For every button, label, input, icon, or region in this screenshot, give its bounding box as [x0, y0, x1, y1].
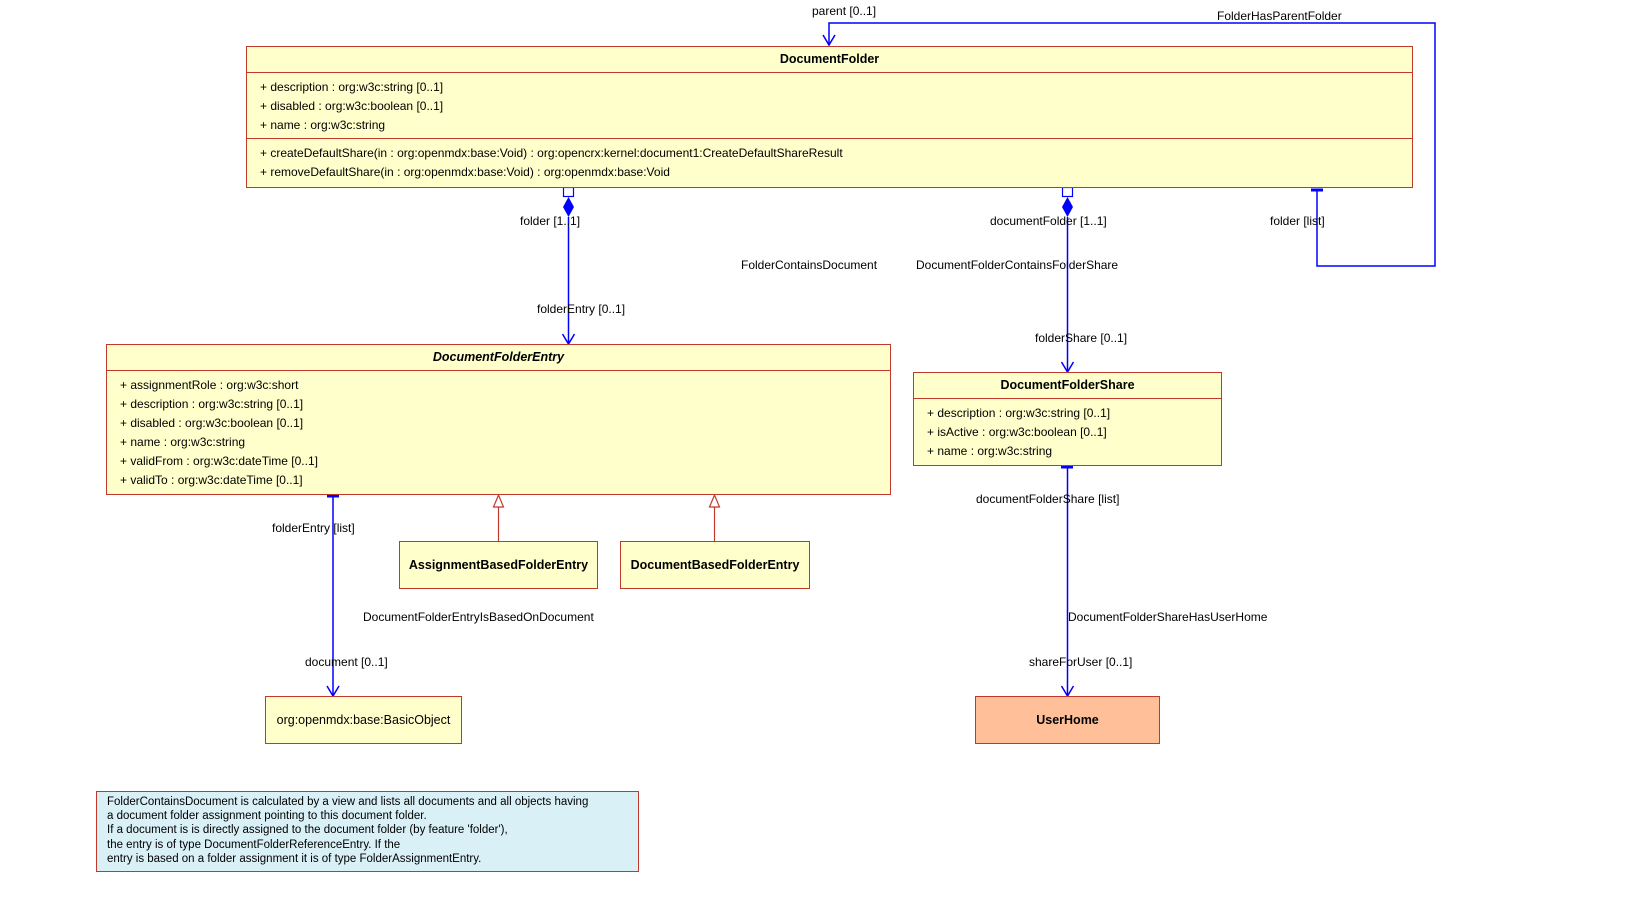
attribute: + description : org:w3c:string [0..1] — [120, 397, 304, 411]
class-name: DocumentBasedFolderEntry — [630, 558, 800, 572]
folder-has-parent-folder-line[interactable] — [828, 22, 1436, 267]
attribute: + description : org:w3c:string [0..1] — [927, 406, 1111, 420]
assignment-based-folder-entry-class[interactable]: AssignmentBasedFolderEntry — [399, 541, 598, 589]
share-has-user-home-label: DocumentFolderShareHasUserHome — [1068, 610, 1268, 624]
folder-contains-document-note[interactable]: FolderContainsDocument is calculated by … — [96, 791, 639, 872]
folder-end-label: folder [1..1] — [520, 214, 581, 228]
document-folder-end-label: documentFolder [1..1] — [990, 214, 1107, 228]
class-name: org:openmdx:base:BasicObject — [276, 713, 451, 727]
user-home-class[interactable]: UserHome — [975, 696, 1160, 744]
parent-end-label: parent [0..1] — [812, 4, 877, 18]
folder-contains-share-label: DocumentFolderContainsFolderShare — [916, 258, 1119, 272]
attribute: + assignmentRole : org:w3c:short — [120, 378, 299, 392]
attributes-compartment: + description : org:w3c:string [0..1] + … — [914, 399, 1221, 464]
document-folder-entry-class[interactable]: DocumentFolderEntry + assignmentRole : o… — [106, 344, 891, 495]
parent-arrowhead — [822, 34, 836, 47]
note-line: a document folder assignment pointing to… — [107, 810, 427, 823]
attribute: + name : org:w3c:string — [927, 444, 1053, 458]
document-folder-share-class[interactable]: DocumentFolderShare + description : org:… — [913, 372, 1222, 466]
note-line: the entry is of type DocumentFolderRefer… — [107, 838, 401, 851]
document-folder-share-end-label: documentFolderShare [list] — [976, 492, 1120, 506]
attributes-compartment: + assignmentRole : org:w3c:short + descr… — [107, 371, 890, 493]
assignment-based-generalization-triangle — [492, 493, 505, 508]
folder-entry-end-label: folderEntry [0..1] — [537, 302, 626, 316]
folder-share-end-label: folderShare [0..1] — [1035, 331, 1128, 345]
document-end-label: document [0..1] — [305, 655, 388, 669]
document-folder-qualifier-box — [1061, 186, 1074, 198]
entry-based-on-document-label: DocumentFolderEntryIsBasedOnDocument — [363, 610, 594, 624]
attribute: + validTo : org:w3c:dateTime [0..1] — [120, 473, 303, 487]
folder-qualifier-box — [562, 186, 575, 198]
document-based-folder-entry-class[interactable]: DocumentBasedFolderEntry — [620, 541, 810, 589]
operations-compartment: + createDefaultShare(in : org:openmdx:ba… — [247, 138, 1412, 185]
document-folder-composition-diamond — [1062, 197, 1073, 217]
note-line: entry is based on a folder assignment it… — [107, 852, 482, 865]
note-line: FolderContainsDocument is calculated by … — [107, 796, 589, 808]
folder-has-parent-folder-label: FolderHasParentFolder — [1217, 9, 1342, 23]
folder-entry-list-end-label: folderEntry [list] — [272, 521, 355, 535]
class-name: UserHome — [1036, 713, 1099, 727]
folder-composition-diamond — [563, 197, 574, 217]
class-name: DocumentFolderEntry — [107, 345, 890, 371]
document-folder-class[interactable]: DocumentFolder + description : org:w3c:s… — [246, 46, 1413, 188]
class-name: AssignmentBasedFolderEntry — [408, 558, 589, 572]
attributes-compartment: + description : org:w3c:string [0..1] + … — [247, 73, 1412, 138]
class-name: DocumentFolder — [247, 47, 1412, 73]
share-for-user-end-label: shareForUser [0..1] — [1029, 655, 1133, 669]
attribute: + name : org:w3c:string — [120, 435, 246, 449]
attribute: + description : org:w3c:string [0..1] — [260, 80, 444, 94]
note-line: If a document is is directly assigned to… — [107, 824, 508, 837]
operation: + removeDefaultShare(in : org:openmdx:ba… — [260, 165, 670, 179]
attribute: + validFrom : org:w3c:dateTime [0..1] — [120, 454, 318, 468]
attribute: + name : org:w3c:string — [260, 118, 386, 132]
class-name: DocumentFolderShare — [914, 373, 1221, 399]
folder-list-end-label: folder [list] — [1270, 214, 1325, 228]
folder-contains-document-label: FolderContainsDocument — [741, 258, 878, 272]
attribute: + disabled : org:w3c:boolean [0..1] — [260, 99, 444, 113]
document-based-generalization-triangle — [708, 493, 721, 508]
operation: + createDefaultShare(in : org:openmdx:ba… — [260, 146, 843, 160]
attribute: + disabled : org:w3c:boolean [0..1] — [120, 416, 304, 430]
basic-object-class[interactable]: org:openmdx:base:BasicObject — [265, 696, 462, 744]
attribute: + isActive : org:w3c:boolean [0..1] — [927, 425, 1107, 439]
